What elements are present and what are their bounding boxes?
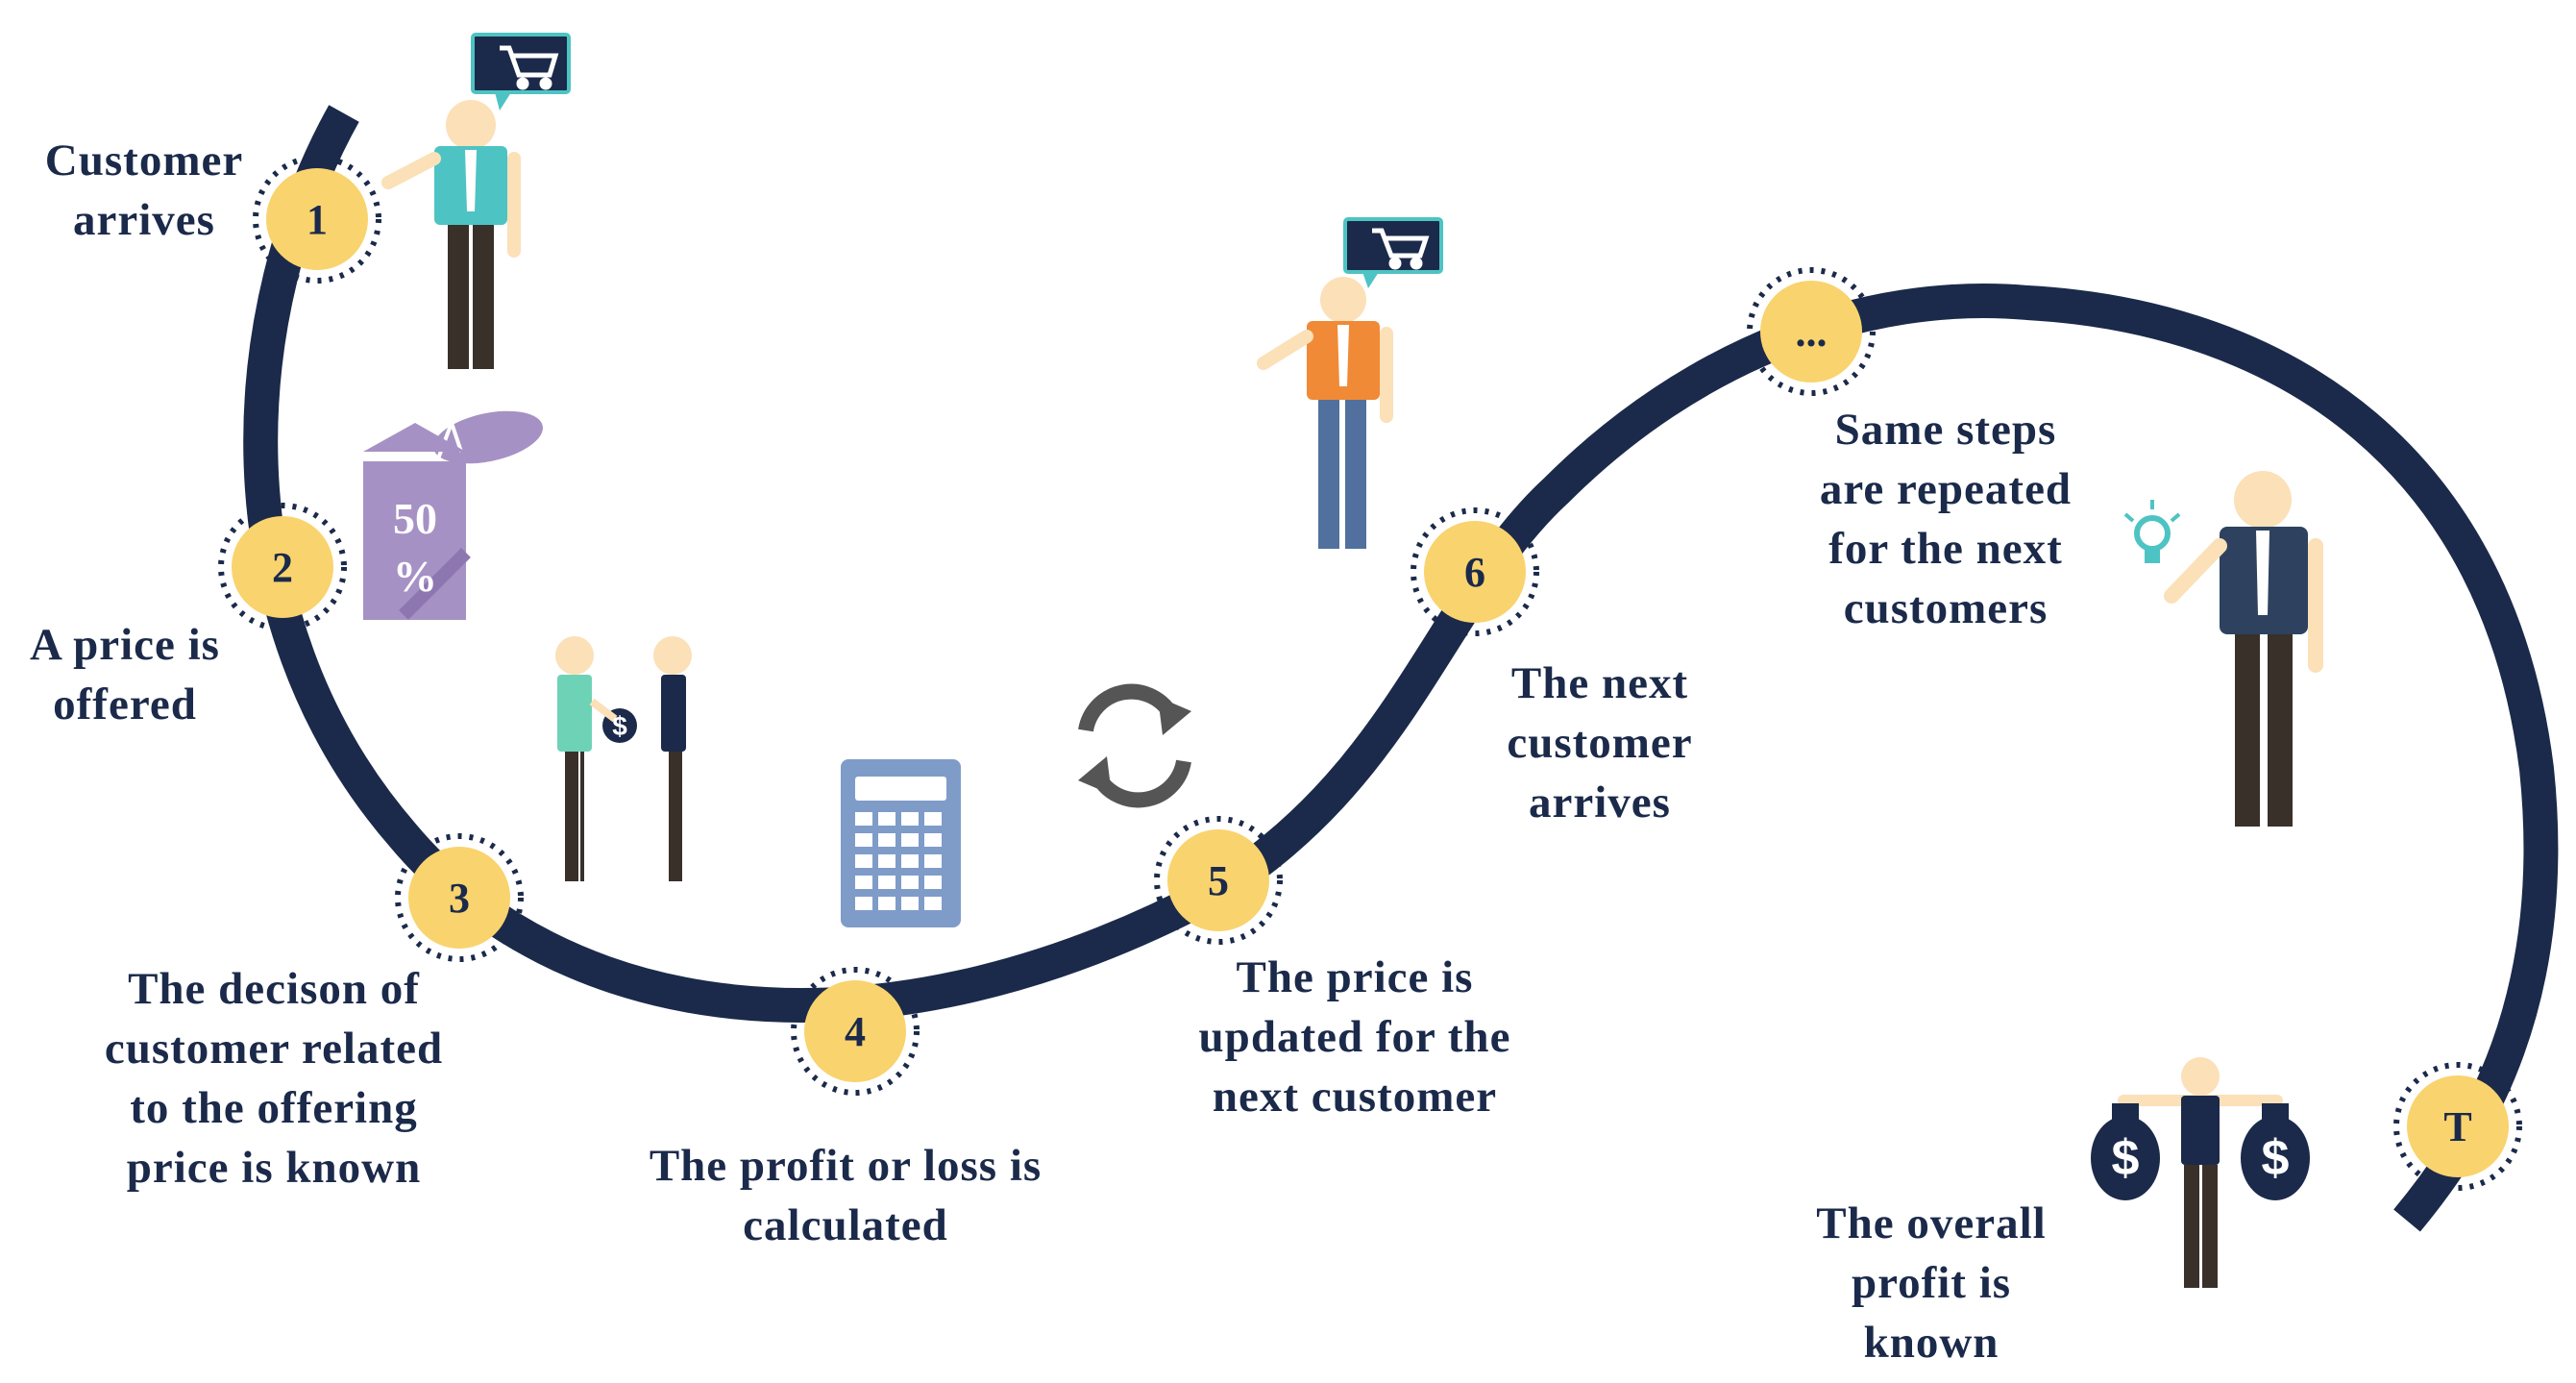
handshake-icon: $ xyxy=(555,636,692,881)
step-label-1: Customer arrives xyxy=(44,136,244,245)
step-node-5: 5 xyxy=(1154,816,1283,945)
calculator-icon xyxy=(841,759,961,927)
step-node-3: 3 xyxy=(395,833,524,962)
step-label-5: The price is updated for the next custom… xyxy=(1198,952,1511,1122)
money-bag-left-symbol: $ xyxy=(2112,1130,2140,1186)
price-tag-percent-sign: % xyxy=(393,552,437,601)
price-tag-percent-value: 50 xyxy=(393,494,437,543)
shopping-cart-icon xyxy=(1372,228,1430,270)
handshake-money-symbol: $ xyxy=(612,711,627,741)
step-number-4: 4 xyxy=(845,1008,866,1055)
step-label-t: The overall profit is known xyxy=(1816,1198,2047,1368)
step-number-2: 2 xyxy=(272,544,293,591)
customer-icon xyxy=(381,33,571,369)
shopping-cart-icon xyxy=(500,45,559,90)
money-bags-customer-icon: $ $ xyxy=(2091,1057,2310,1288)
thinking-customer-icon xyxy=(2123,471,2323,827)
step-node-4: 4 xyxy=(791,967,920,1096)
money-bag-icon: $ xyxy=(2091,1103,2160,1200)
lightbulb-icon xyxy=(2123,500,2181,563)
step-label-4: The profit or loss is calculated xyxy=(649,1141,1043,1250)
step-number-repeat: ... xyxy=(1796,309,1828,356)
step-node-1: 1 xyxy=(253,155,381,284)
step-label-repeat: Same steps are repeated for the next cus… xyxy=(1819,405,2073,633)
step-number-6: 6 xyxy=(1464,549,1485,596)
refresh-icon xyxy=(1078,683,1191,808)
step-node-repeat: ... xyxy=(1747,267,1876,396)
next-customer-icon xyxy=(1257,217,1443,549)
step-number-5: 5 xyxy=(1208,857,1229,904)
step-node-2: 2 xyxy=(218,503,347,631)
price-tag-icon: 50 % xyxy=(363,410,543,620)
step-number-t: T xyxy=(2443,1103,2471,1150)
step-node-6: 6 xyxy=(1411,507,1539,636)
step-label-6: The next customer arrives xyxy=(1507,658,1693,827)
money-bag-icon: $ xyxy=(2241,1103,2310,1200)
step-label-3: The decison of customer related to the o… xyxy=(104,964,444,1193)
step-node-t: T xyxy=(2393,1062,2522,1191)
money-bag-right-symbol: $ xyxy=(2262,1130,2290,1186)
step-label-2: A price is offered xyxy=(30,620,220,729)
step-number-1: 1 xyxy=(307,196,328,243)
step-number-3: 3 xyxy=(449,875,470,922)
